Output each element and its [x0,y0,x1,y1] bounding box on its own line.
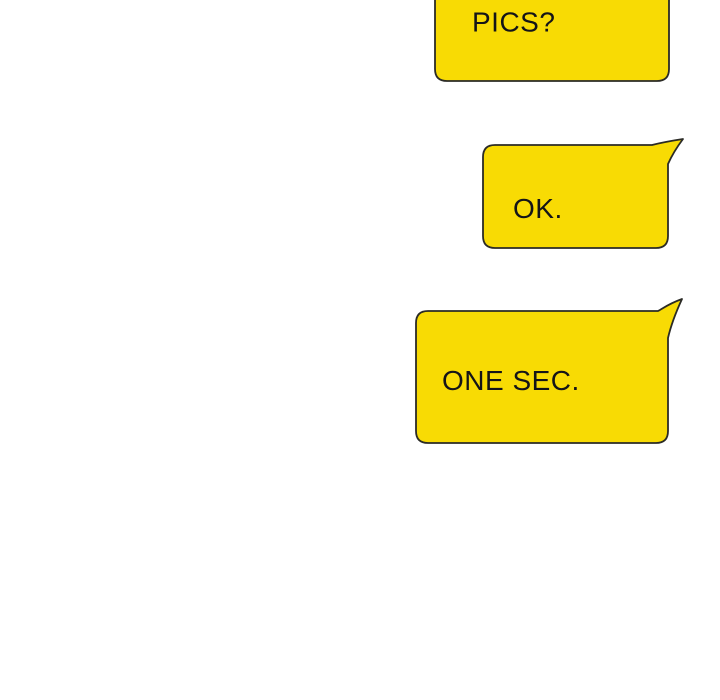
speech-bubble-one-sec: ONE SEC. [415,298,683,444]
speech-bubble-one-sec-shape [415,298,683,444]
speech-bubble-ok-text: OK. [513,193,563,224]
speech-bubble-pics: PICS? [434,0,670,82]
speech-bubble-ok-shape [482,138,684,249]
speech-bubble-ok: OK. [482,138,684,249]
speech-bubble-pics-text: PICS? [472,7,555,38]
speech-bubble-pics-shape [434,0,670,82]
speech-bubble-one-sec-text: ONE SEC. [442,365,580,396]
